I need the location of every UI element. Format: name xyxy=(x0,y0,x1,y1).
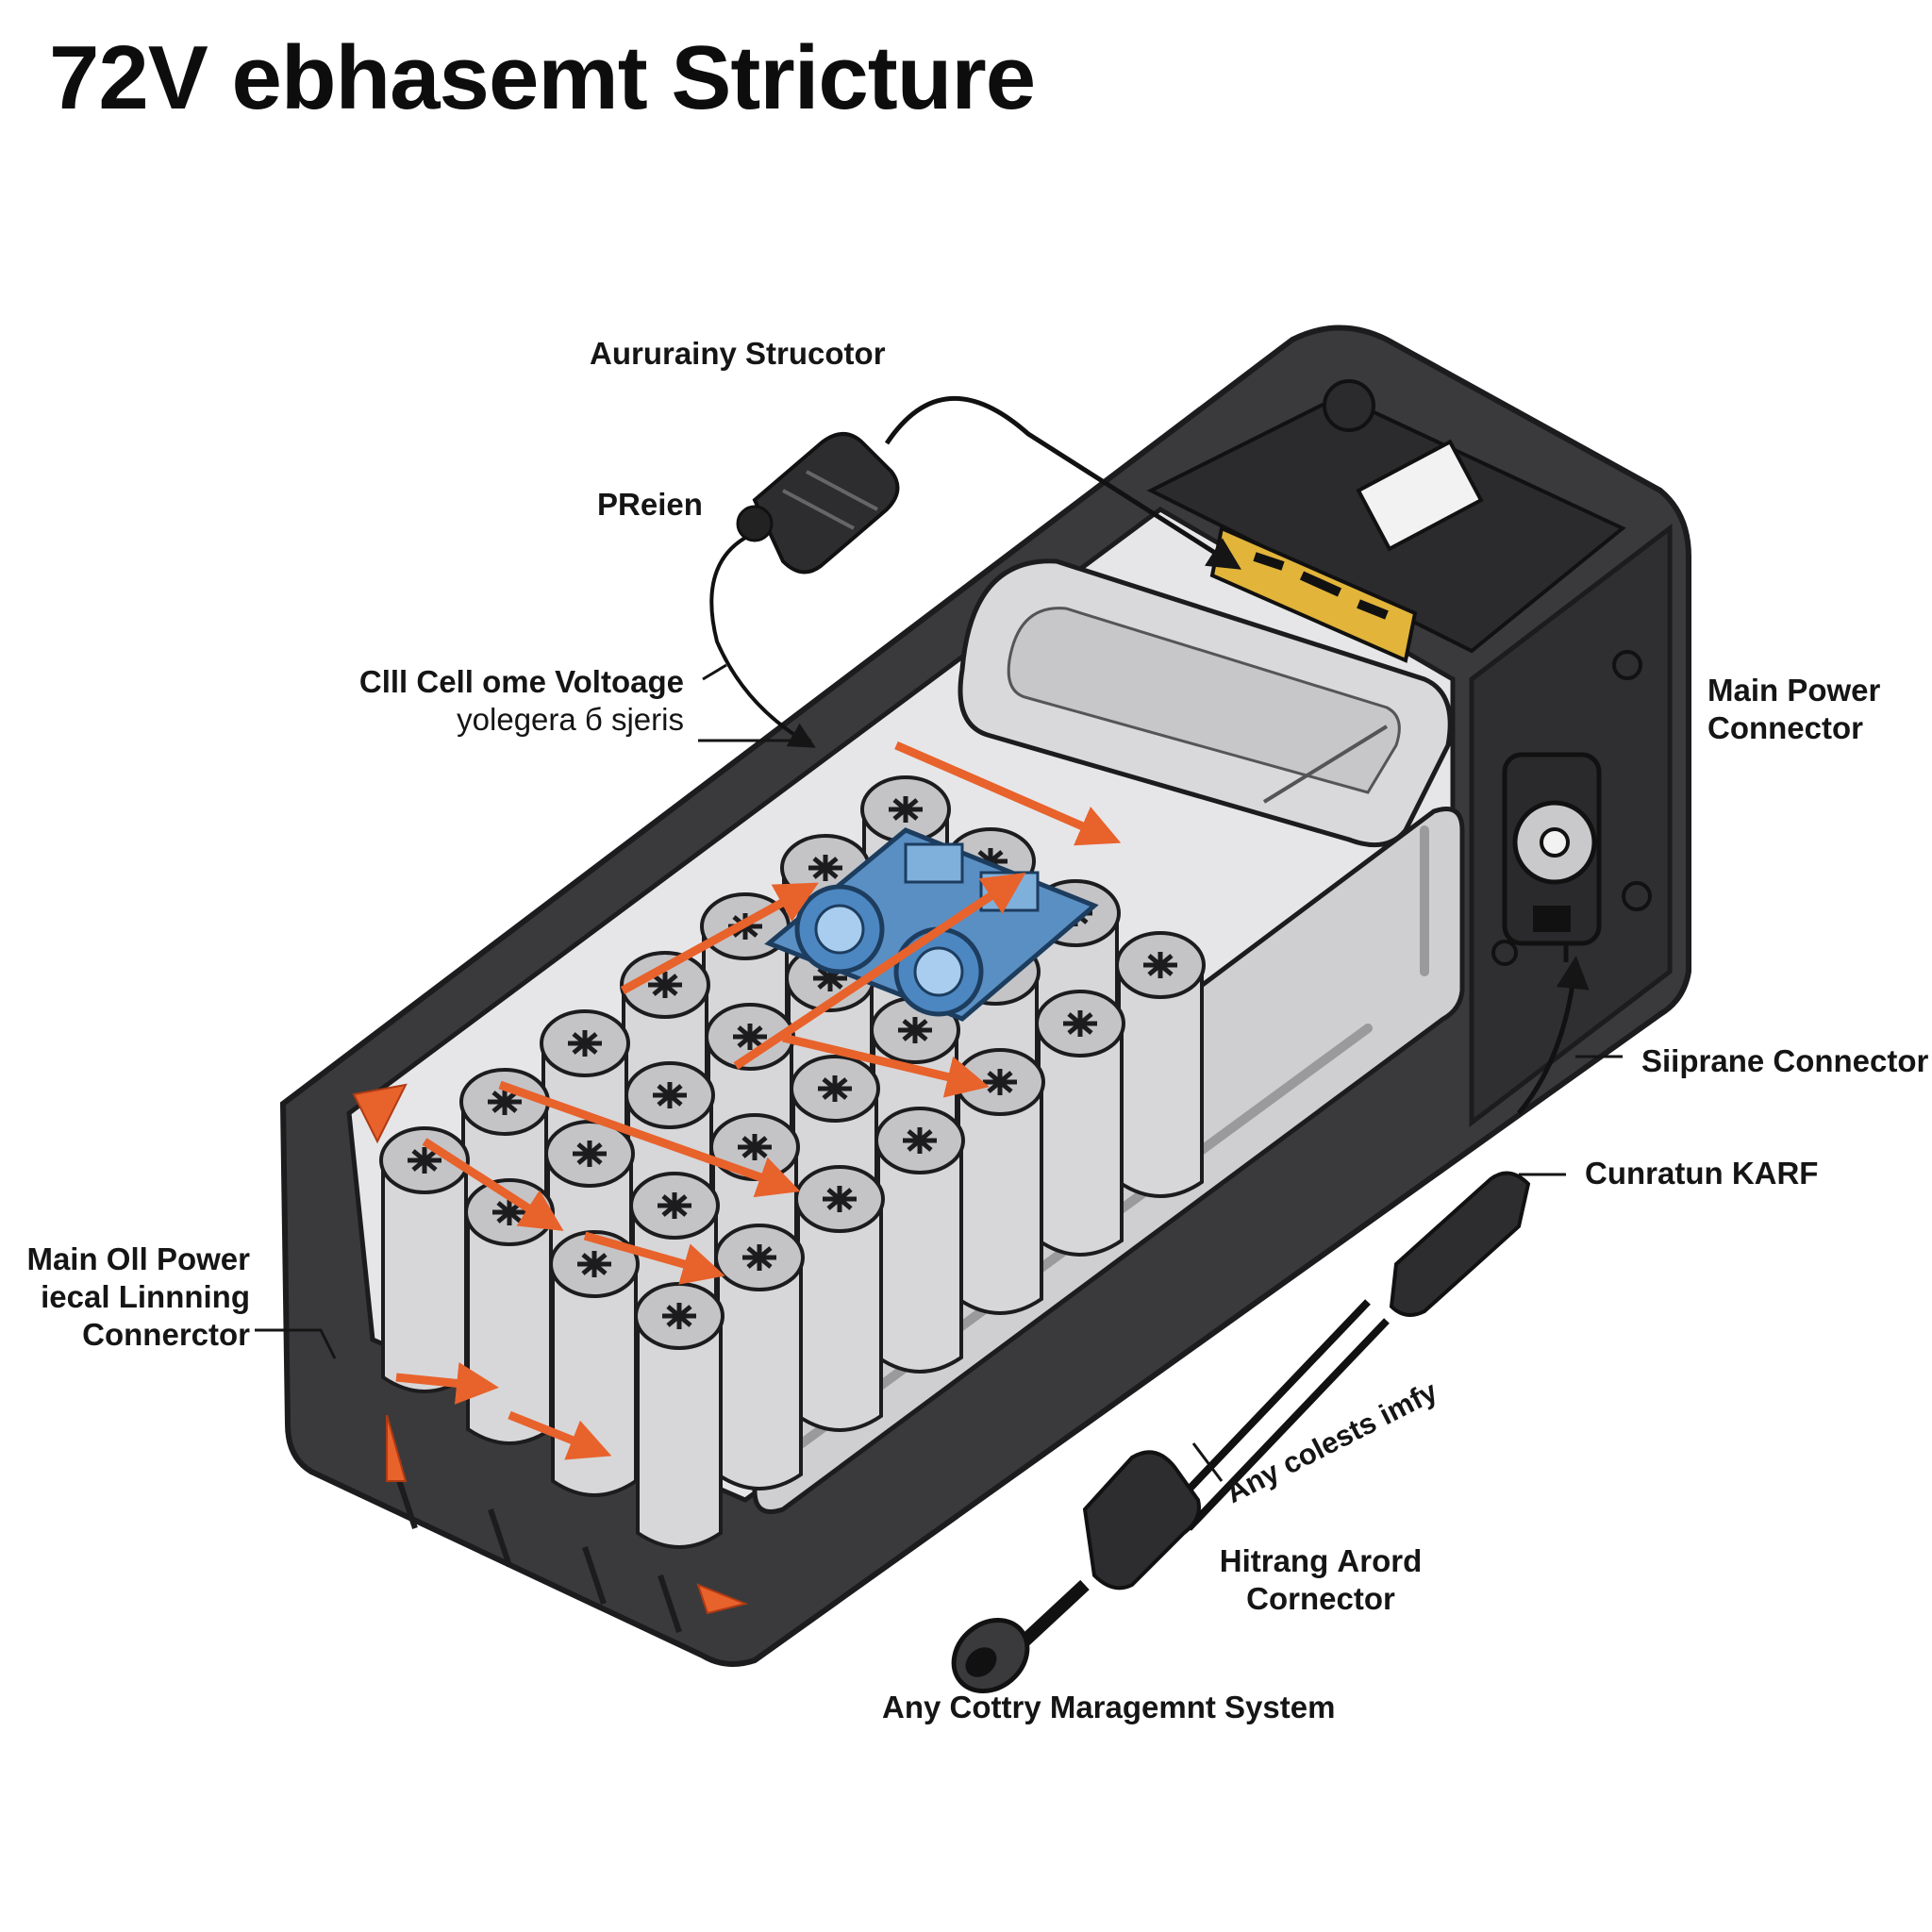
main-power-connector xyxy=(1502,752,1602,946)
cell-terminal-icon xyxy=(983,1069,1017,1095)
current-flow-arrows xyxy=(395,741,1122,1460)
label-main-off-power: Main Oll Power iecal Linnning Connerctor xyxy=(0,1241,250,1354)
label-auxiliary-structure: Aururainy Strucotor xyxy=(590,336,886,371)
label-curratun: Cunratun KАRF xyxy=(1585,1156,1819,1191)
battery-cell xyxy=(379,1126,470,1393)
label-hitrang-line1: Hitrang Аrord xyxy=(1219,1543,1423,1578)
bms-cover-plate xyxy=(958,558,1453,848)
battery-cell xyxy=(634,1282,724,1549)
top-screw xyxy=(1323,379,1375,432)
label-main-power-line2: Connector xyxy=(1707,710,1863,745)
bottom-ribs xyxy=(393,1471,682,1633)
cell-terminal-icon xyxy=(974,848,1008,874)
cell-terminal-icon xyxy=(408,1147,441,1174)
cell-terminal-icon xyxy=(738,1134,772,1160)
battery-cell xyxy=(1115,931,1206,1198)
label-main-off-line1: Main Oll Power xyxy=(26,1241,250,1276)
battery-cell xyxy=(794,1165,885,1432)
top-port xyxy=(1356,439,1484,552)
battery-cell xyxy=(549,1230,640,1497)
cell-terminal-icon xyxy=(653,1082,687,1108)
cell-terminal-icon xyxy=(742,1244,776,1271)
cell-terminal-icon xyxy=(823,1186,857,1212)
cell-terminal-icon xyxy=(662,1303,696,1329)
cell-terminal-icon xyxy=(573,1141,607,1167)
label-siprane-connector: Siiprane Connector xyxy=(1641,1043,1929,1078)
cell-terminal-icon xyxy=(898,1017,932,1043)
side-screw-2 xyxy=(1622,881,1652,911)
cell-terminal-icon xyxy=(658,1192,691,1219)
cell-terminal-icon xyxy=(577,1251,611,1277)
label-main-power-connector: Main Power Connector xyxy=(1707,672,1880,747)
side-screw-3 xyxy=(1491,940,1518,966)
external-cable xyxy=(951,943,1590,1694)
side-screw-1 xyxy=(1612,650,1642,680)
cell-terminal-icon xyxy=(568,1030,602,1057)
battery-cell xyxy=(955,1048,1045,1315)
label-cell-voltage-line2: yolegera б sjeris xyxy=(457,702,684,737)
label-main-power-line1: Main Power xyxy=(1707,673,1881,708)
label-hitrang-line2: Cornector xyxy=(1246,1581,1395,1616)
label-cell-voltage-line1: Clll Cell ome Voltoage xyxy=(358,664,684,699)
cell-terminal-icon xyxy=(733,1024,767,1050)
frame-arrows xyxy=(352,1083,749,1615)
battery-cell xyxy=(1035,990,1125,1257)
leader-lines xyxy=(255,663,1623,1482)
battery-cell xyxy=(874,1107,965,1374)
page-title: 72V ebhasemt Stricture xyxy=(49,27,1036,128)
cell-terminal-icon xyxy=(808,855,842,881)
cell-terminal-icon xyxy=(1063,1010,1097,1037)
auxiliary-connector xyxy=(709,395,1241,748)
label-bms: Any Cottry Maragemnt System xyxy=(882,1690,1336,1724)
cell-terminal-icon xyxy=(903,1127,937,1154)
cell-terminal-icon xyxy=(488,1089,522,1115)
label-main-off-line2: iecal Linnning xyxy=(41,1279,250,1314)
label-cell-voltage: Clll Cell ome Voltoage yolegera б sjeris xyxy=(321,663,684,739)
battery-cell xyxy=(714,1224,805,1491)
label-main-off-line3: Connerctor xyxy=(82,1317,250,1352)
cell-terminal-icon xyxy=(1143,952,1177,978)
label-prelen: PReien xyxy=(597,487,703,522)
bms-board xyxy=(764,827,1099,1022)
cell-terminal-icon xyxy=(492,1199,526,1225)
label-hitrang-connector: Hitrang Аrord Cornector xyxy=(1189,1542,1453,1618)
cell-terminal-icon xyxy=(813,965,847,991)
cell-terminal-icon xyxy=(818,1075,852,1102)
cell-terminal-icon xyxy=(648,972,682,998)
cell-terminal-icon xyxy=(889,796,923,823)
